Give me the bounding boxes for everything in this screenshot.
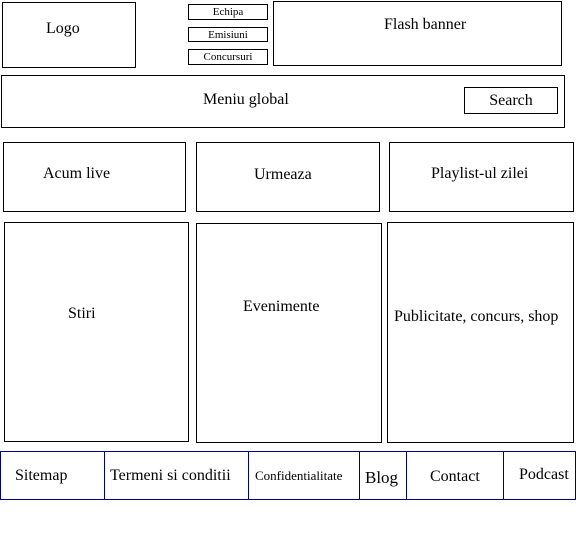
search-button[interactable]: Search bbox=[464, 87, 558, 114]
logo-box[interactable] bbox=[2, 2, 136, 68]
footer-podcast-label: Podcast bbox=[519, 466, 569, 483]
panel-playlist-label: Playlist-ul zilei bbox=[431, 165, 529, 182]
nav-button-emisiuni[interactable]: Emisiuni bbox=[188, 27, 268, 42]
footer-termeni-label: Termeni si conditii bbox=[110, 467, 231, 484]
flash-banner-box[interactable] bbox=[273, 1, 562, 66]
panel-acum-live-label: Acum live bbox=[43, 165, 111, 182]
footer-link-blog[interactable] bbox=[360, 452, 407, 499]
footer-blog-label: Blog bbox=[365, 468, 399, 487]
nav-button-echipa[interactable]: Echipa bbox=[188, 4, 268, 20]
panel-urmeaza-label: Urmeaza bbox=[254, 166, 312, 183]
footer-link-termeni[interactable] bbox=[105, 452, 249, 499]
panel-publicitate[interactable] bbox=[387, 222, 574, 443]
footer-link-confidentialitate[interactable] bbox=[249, 452, 360, 499]
logo-label: Logo bbox=[46, 20, 80, 37]
panel-acum-live[interactable] bbox=[3, 142, 186, 212]
panel-publicitate-label: Publicitate, concurs, shop bbox=[394, 308, 559, 325]
global-menu-label: Meniu global bbox=[203, 91, 289, 108]
panel-evenimente[interactable] bbox=[196, 223, 382, 443]
flash-banner-label: Flash banner bbox=[384, 16, 467, 33]
panel-urmeaza[interactable] bbox=[196, 142, 380, 212]
footer-link-sitemap[interactable] bbox=[1, 452, 105, 499]
panel-stiri[interactable] bbox=[4, 222, 189, 442]
panel-evenimente-label: Evenimente bbox=[243, 298, 320, 315]
footer-sitemap-label: Sitemap bbox=[15, 467, 68, 484]
panel-playlist[interactable] bbox=[389, 142, 574, 212]
footer-contact-label: Contact bbox=[430, 468, 480, 485]
panel-stiri-label: Stiri bbox=[68, 305, 96, 322]
nav-button-concursuri[interactable]: Concursuri bbox=[188, 49, 268, 65]
footer-confidentialitate-label: Confidentialitate bbox=[255, 468, 343, 483]
footer-link-contact[interactable] bbox=[407, 452, 504, 499]
